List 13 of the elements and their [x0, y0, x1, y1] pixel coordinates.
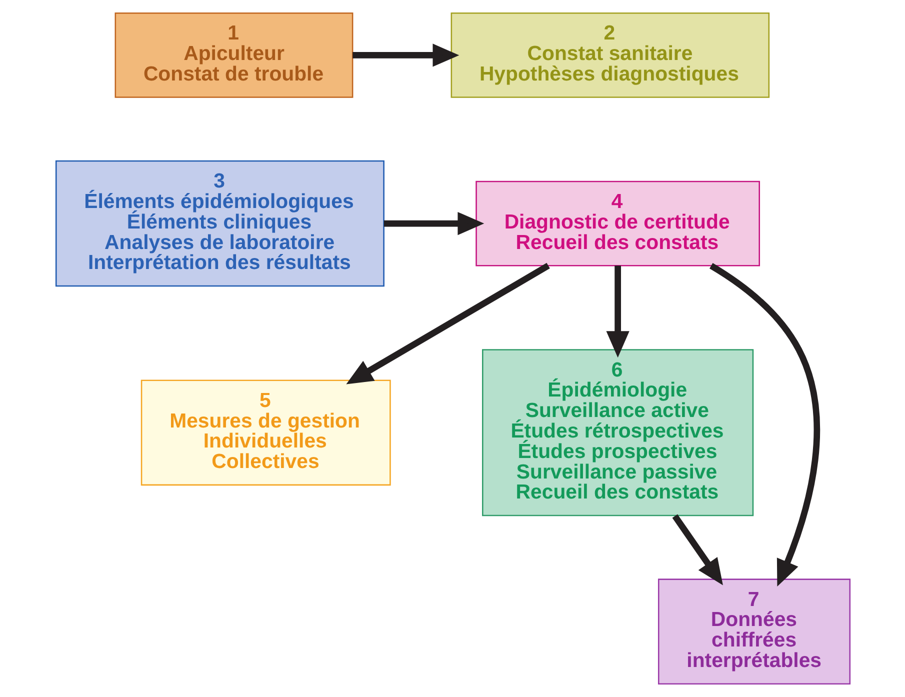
arrow	[708, 263, 820, 586]
arrow	[383, 212, 484, 236]
node-box: 2 Constat sanitaire Hypothèses diagnostiques	[450, 12, 770, 98]
node-box: 4 Diagnostic de certitude Recueil des constats	[475, 180, 760, 266]
arrow	[672, 514, 722, 586]
arrow	[352, 44, 459, 67]
arrow	[346, 262, 550, 384]
node-box: 5 Mesures de gestion Individuelles Collectives	[140, 380, 390, 486]
node-box: 3 Éléments épidémiologiques Éléments cliniques Analyses de laboratoire Interprétation des résultats	[54, 160, 384, 287]
node-box: 7 Données chiffrées interprétables	[657, 578, 850, 684]
node-box: 1 Apiculteur Constat de trouble	[114, 12, 353, 98]
node-box: 6 Épidémiologie Surveillance active Études rétrospectives Études prospectives Surveillance passive Recueil des constats	[482, 349, 754, 516]
arrow	[606, 266, 629, 358]
